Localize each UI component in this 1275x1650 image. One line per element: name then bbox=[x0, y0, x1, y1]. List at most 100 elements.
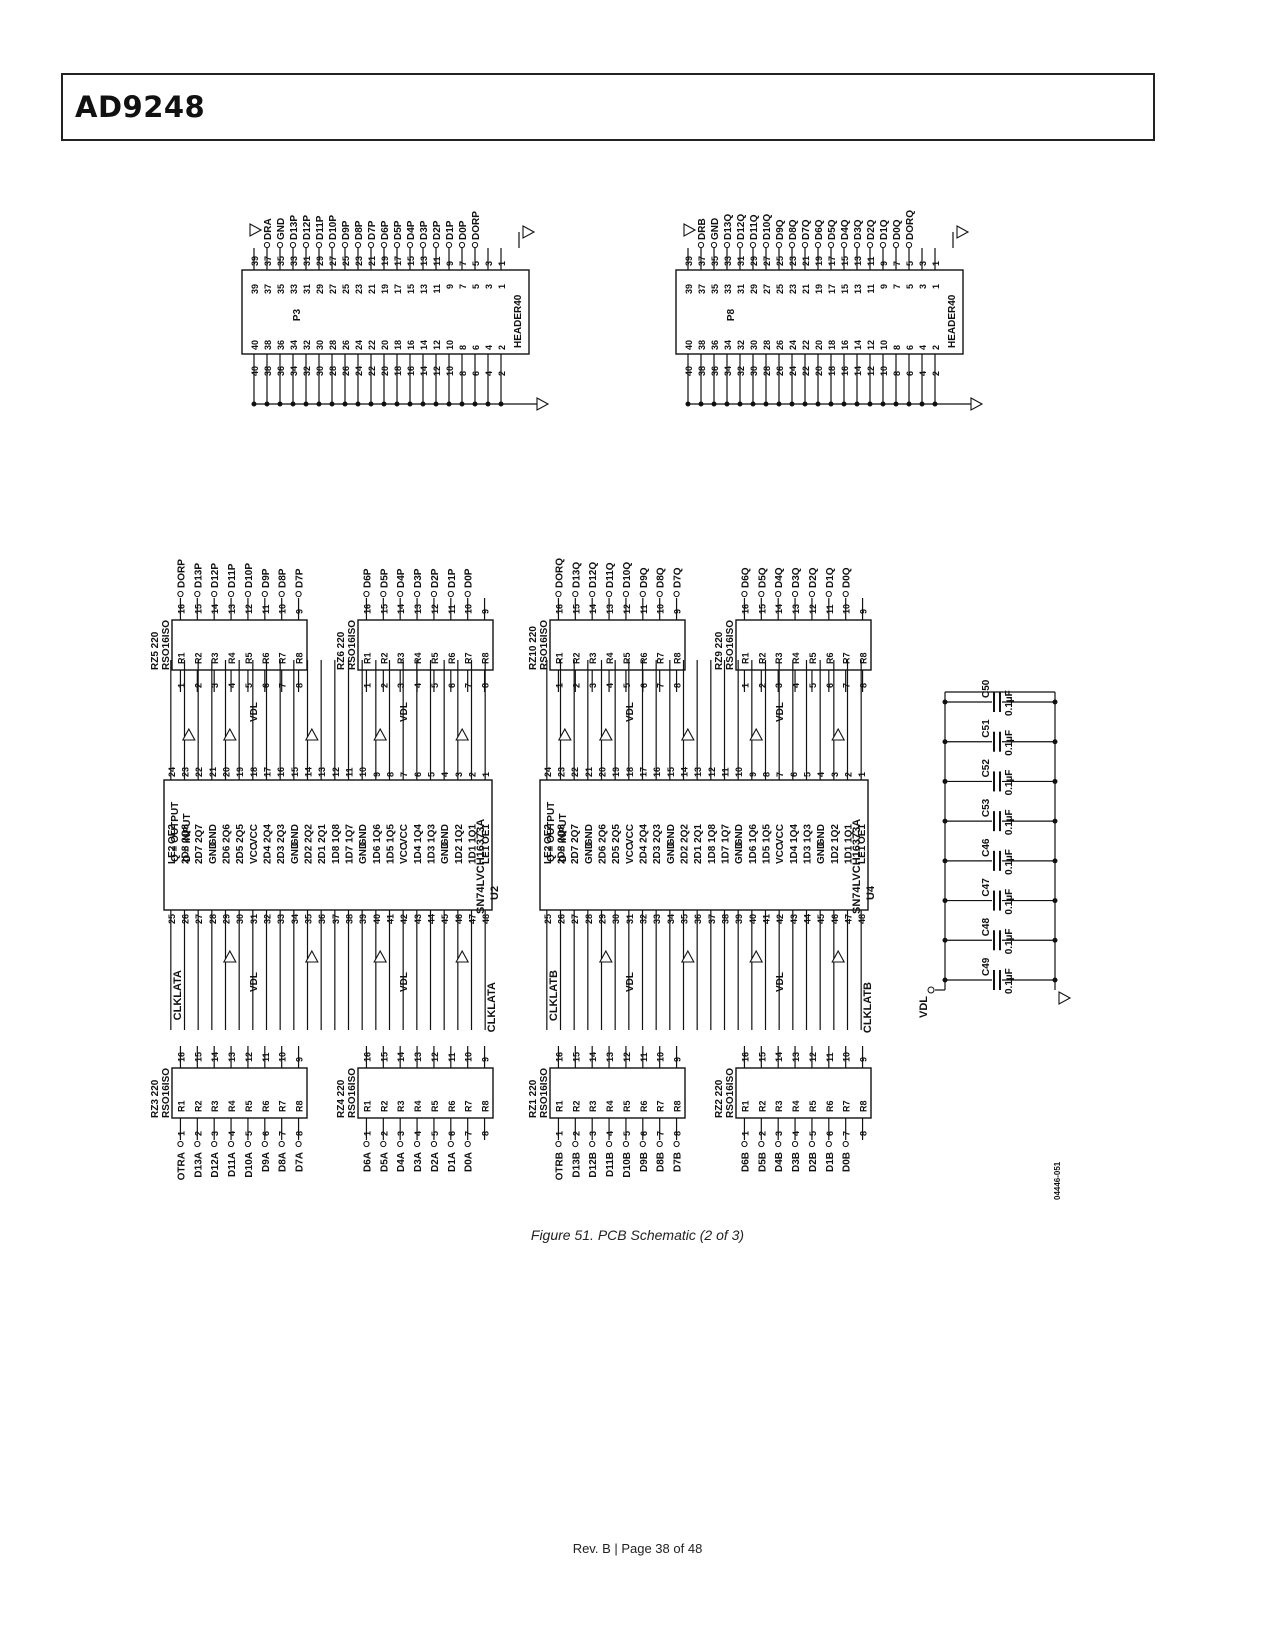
pin-number: 7 bbox=[278, 1131, 288, 1136]
net-terminal bbox=[622, 590, 630, 598]
net-terminal bbox=[842, 1140, 849, 1148]
net-label: D9P bbox=[261, 568, 272, 588]
pin-number: 40 bbox=[748, 914, 758, 924]
pin-number: 12 bbox=[866, 366, 876, 376]
net-label: D4B bbox=[774, 1152, 785, 1172]
header-body bbox=[241, 269, 530, 355]
pin-number: 5 bbox=[430, 683, 440, 688]
net-label: D5A bbox=[379, 1152, 390, 1172]
clock-label: CLKLATA bbox=[172, 970, 184, 1020]
pin-number: 37 bbox=[697, 256, 707, 266]
net-label: D10B bbox=[622, 1152, 633, 1178]
pin-number: 26 bbox=[341, 340, 351, 350]
ic-pin-name: 2D4 bbox=[263, 845, 274, 864]
pin-number: 3 bbox=[774, 1131, 784, 1136]
rn-body bbox=[549, 619, 686, 671]
resistor-label: R1 bbox=[362, 652, 372, 664]
pin-number: 22 bbox=[570, 767, 580, 777]
pin-number: 13 bbox=[227, 1052, 237, 1062]
junction-dot bbox=[1052, 977, 1058, 983]
net-terminal bbox=[555, 590, 562, 598]
ic-pin-name: VCC bbox=[775, 824, 786, 845]
pin-number: 9 bbox=[445, 261, 455, 266]
rn-part: RSO16ISO bbox=[539, 620, 550, 670]
pin-number: 25 bbox=[167, 914, 177, 924]
pin-number: 5 bbox=[905, 284, 915, 289]
pin-number: 17 bbox=[393, 284, 403, 294]
net-label: D6P bbox=[362, 568, 373, 588]
junction-dot bbox=[942, 858, 948, 864]
pin-number: 3 bbox=[918, 261, 928, 266]
pin-number: 1 bbox=[497, 261, 507, 266]
pin-terminal bbox=[367, 241, 375, 249]
pin-number: 12 bbox=[430, 604, 440, 614]
pin-number: 16 bbox=[406, 340, 416, 350]
supply-label: VDL bbox=[918, 996, 930, 1018]
ic-pin-name: 2D3 bbox=[276, 845, 287, 864]
pin-number: 25 bbox=[775, 284, 785, 294]
pin-number: 2 bbox=[931, 345, 941, 350]
header-ref: P8 bbox=[726, 308, 737, 321]
pin-number: 19 bbox=[611, 767, 621, 777]
pin-number: 15 bbox=[290, 767, 300, 777]
resistor-label: R7 bbox=[656, 1100, 666, 1112]
pin-number: 23 bbox=[354, 284, 364, 294]
pin-number: 6 bbox=[447, 1131, 457, 1136]
pin-number: 40 bbox=[684, 366, 694, 376]
signal-label: D12Q bbox=[736, 214, 747, 240]
ic-pin-name: 1D3 bbox=[803, 845, 814, 864]
net-label: D3B bbox=[791, 1152, 802, 1172]
net-terminal bbox=[261, 1140, 268, 1148]
pin-number: 16 bbox=[176, 604, 186, 614]
pin-number: 6 bbox=[261, 1131, 271, 1136]
rn-ref: RZ10 220 bbox=[528, 626, 539, 670]
capacitor-value: 0.1µF bbox=[1004, 809, 1015, 835]
ic-pin-name: GND bbox=[440, 824, 451, 846]
net-label: D1B bbox=[825, 1152, 836, 1172]
pin-number: 48 bbox=[857, 914, 867, 924]
ic-pin-name: 2D6 bbox=[598, 845, 609, 864]
pin-number: 12 bbox=[244, 604, 254, 614]
pin-number: 27 bbox=[762, 284, 772, 294]
ic-pin-name: GND bbox=[816, 842, 827, 864]
pin-number: 8 bbox=[673, 1131, 683, 1136]
junction-dot bbox=[942, 739, 948, 745]
pin-terminal bbox=[866, 241, 874, 249]
net-label: D7Q bbox=[673, 567, 684, 588]
pin-number: 3 bbox=[484, 261, 494, 266]
ic-pin-name: OE1 bbox=[857, 824, 868, 844]
pin-number: 30 bbox=[611, 914, 621, 924]
pin-number: 5 bbox=[808, 683, 818, 688]
pin-number: 14 bbox=[304, 767, 314, 777]
signal-label: D7P bbox=[367, 220, 378, 240]
pin-number: 15 bbox=[757, 1052, 767, 1062]
resistor-label: R1 bbox=[554, 1100, 564, 1112]
pin-number: 6 bbox=[261, 683, 271, 688]
junction-dot bbox=[1052, 818, 1058, 824]
pin-number: 16 bbox=[406, 366, 416, 376]
ic-pin-name: 1D6 bbox=[372, 845, 383, 864]
junction-dot bbox=[1052, 739, 1058, 745]
net-label: OTRB bbox=[554, 1152, 565, 1180]
ic-pin-name: GND bbox=[358, 824, 369, 846]
ic-pin-name: GND bbox=[666, 824, 677, 846]
ic-pin-name: VCC bbox=[399, 824, 410, 845]
pin-number: 14 bbox=[588, 1052, 598, 1062]
ic-pin-name: 2D7 bbox=[570, 845, 581, 864]
supply-label: VDL bbox=[399, 702, 410, 722]
rn-ref: RZ9 220 bbox=[714, 631, 725, 670]
pin-number: 3 bbox=[396, 1131, 406, 1136]
junction-dot bbox=[1052, 937, 1058, 943]
pin-number: 8 bbox=[295, 1131, 305, 1136]
ground-symbol bbox=[455, 727, 470, 741]
net-terminal bbox=[447, 590, 454, 598]
pin-number: 3 bbox=[454, 772, 464, 777]
resistor-label: R1 bbox=[362, 1100, 372, 1112]
pin-number: 13 bbox=[317, 767, 327, 777]
ic-pin-name: 1D5 bbox=[386, 845, 397, 864]
pin-number: 12 bbox=[432, 340, 442, 350]
pin-number: 2 bbox=[571, 683, 581, 688]
pin-number: 4 bbox=[791, 683, 801, 688]
pin-number: 10 bbox=[842, 1052, 852, 1062]
page-footer: Rev. B | Page 38 of 48 bbox=[572, 1541, 703, 1556]
